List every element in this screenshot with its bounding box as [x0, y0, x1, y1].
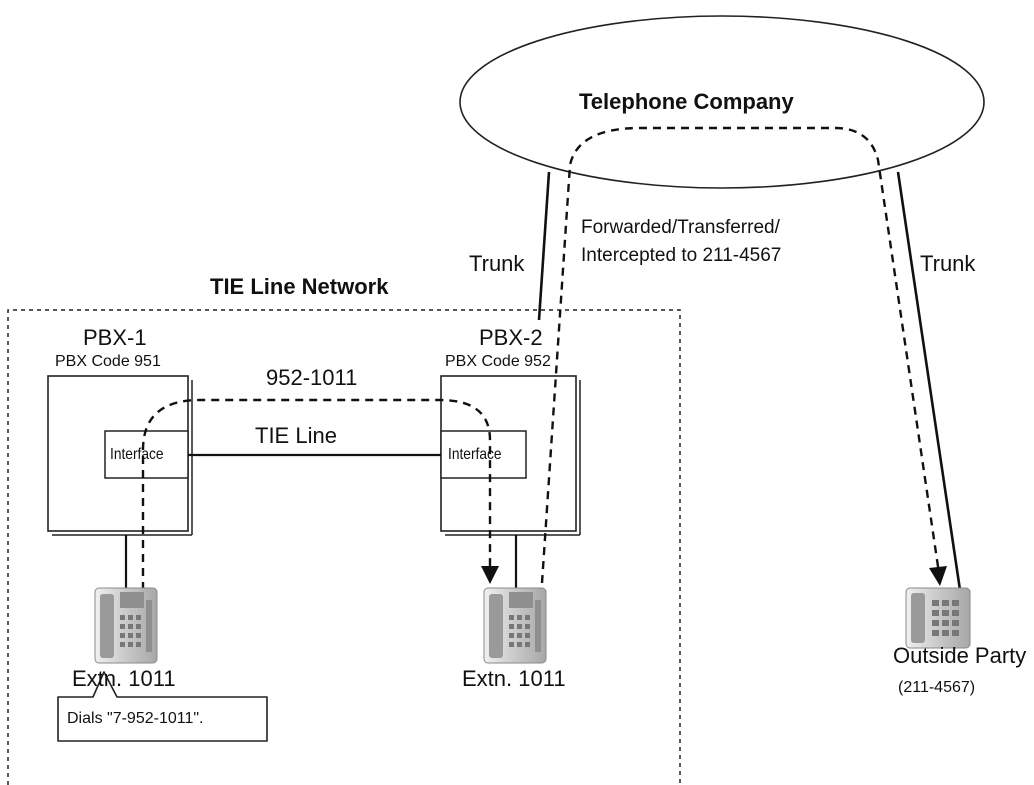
outside-party-label: Outside Party: [893, 643, 1027, 668]
pbx2-interface-box: [440, 430, 527, 479]
ext-left-label: Extn. 1011: [72, 666, 176, 691]
extension-phone-right: [483, 587, 547, 664]
forwarding-note-line1: Forwarded/Transferred/: [581, 217, 780, 238]
telephone-company-cloud: [459, 15, 985, 189]
trunk-left-label: Trunk: [469, 251, 525, 276]
pbx1-interface-label: Interface: [110, 446, 164, 463]
tie-network-label: TIE Line Network: [210, 274, 389, 299]
pbx2-name: PBX-2: [479, 325, 543, 350]
call-path-dialed-arrow: [481, 566, 499, 584]
telephone-company-label: Telephone Company: [579, 89, 794, 114]
trunk-right-line: [896, 171, 962, 591]
callout-bubble: [57, 671, 268, 742]
pbx1-name: PBX-1: [83, 325, 147, 350]
trunk-left-line: [537, 171, 551, 321]
call-path-dialed: [141, 398, 492, 590]
call-path-forwarded: [540, 126, 942, 584]
tie-network-boundary: [7, 309, 681, 785]
pbx2-interface-label: Interface: [448, 446, 502, 463]
outside-party-phone: [905, 587, 971, 649]
trunk-right-label: Trunk: [920, 251, 976, 276]
forwarding-note-line2: Intercepted to 211-4567: [581, 245, 782, 266]
outside-party-number: (211-4567): [898, 679, 976, 696]
extension-phone-left: [94, 587, 158, 664]
ext-right-label: Extn. 1011: [462, 666, 566, 691]
tie-line-label: TIE Line: [255, 423, 337, 448]
call-path-forwarded-arrow: [929, 566, 947, 586]
callout-text: Dials "7-952-1011".: [67, 710, 204, 727]
pbx2-code: PBX Code 952: [445, 353, 551, 370]
pbx1-code: PBX Code 951: [55, 353, 161, 370]
dialed-number-label: 952-1011: [266, 365, 358, 390]
